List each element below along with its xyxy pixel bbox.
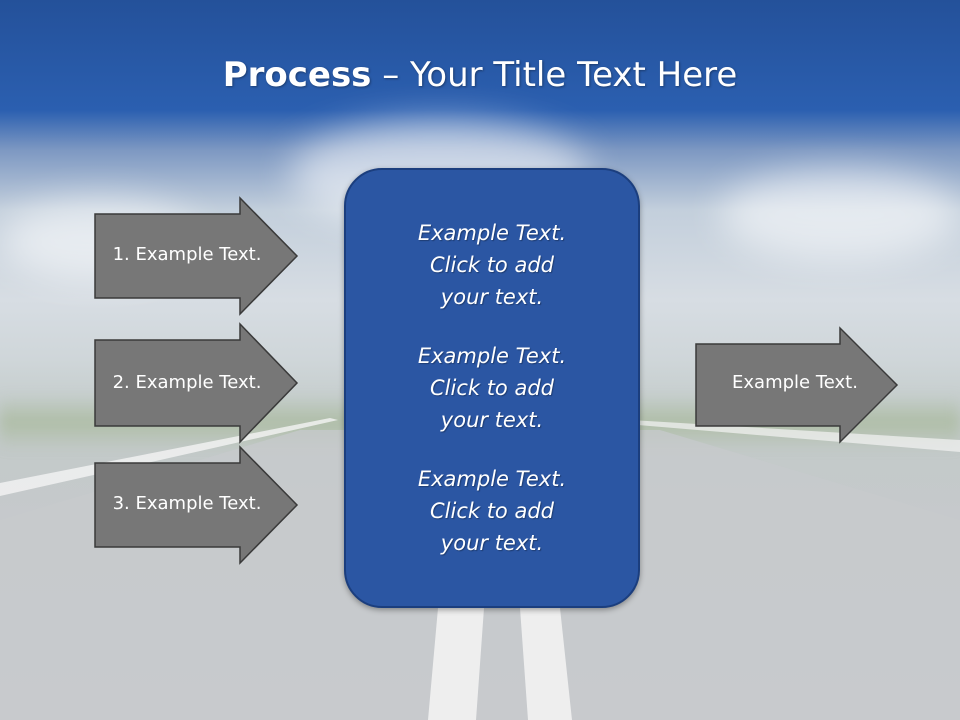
center-text-box[interactable]: Example Text. Click to add your text. Ex… bbox=[344, 168, 640, 608]
title-rest: – Your Title Text Here bbox=[371, 55, 738, 95]
input-arrow-3[interactable] bbox=[94, 445, 299, 565]
input-arrow-2[interactable] bbox=[94, 322, 299, 444]
cloud bbox=[720, 170, 960, 260]
center-paragraph-1: Example Text. Click to add your text. bbox=[417, 221, 567, 309]
lane-line-left bbox=[428, 608, 484, 720]
page-title: Process – Your Title Text Here bbox=[0, 50, 960, 100]
input-arrow-label-2: 2. Example Text. bbox=[112, 372, 262, 393]
input-arrow-label-3: 3. Example Text. bbox=[112, 493, 262, 514]
center-paragraph-2: Example Text. Click to add your text. bbox=[417, 344, 567, 432]
output-arrow[interactable] bbox=[695, 326, 899, 444]
lane-line-right bbox=[520, 608, 572, 720]
title-bold: Process bbox=[222, 55, 372, 95]
input-arrow-label-1: 1. Example Text. bbox=[112, 244, 262, 265]
input-arrow-1[interactable] bbox=[94, 196, 299, 316]
output-arrow-label: Example Text. bbox=[732, 372, 858, 393]
road-edge-left bbox=[0, 418, 338, 496]
road-edge-right bbox=[626, 420, 960, 452]
center-paragraph-3: Example Text. Click to add your text. bbox=[417, 467, 567, 555]
